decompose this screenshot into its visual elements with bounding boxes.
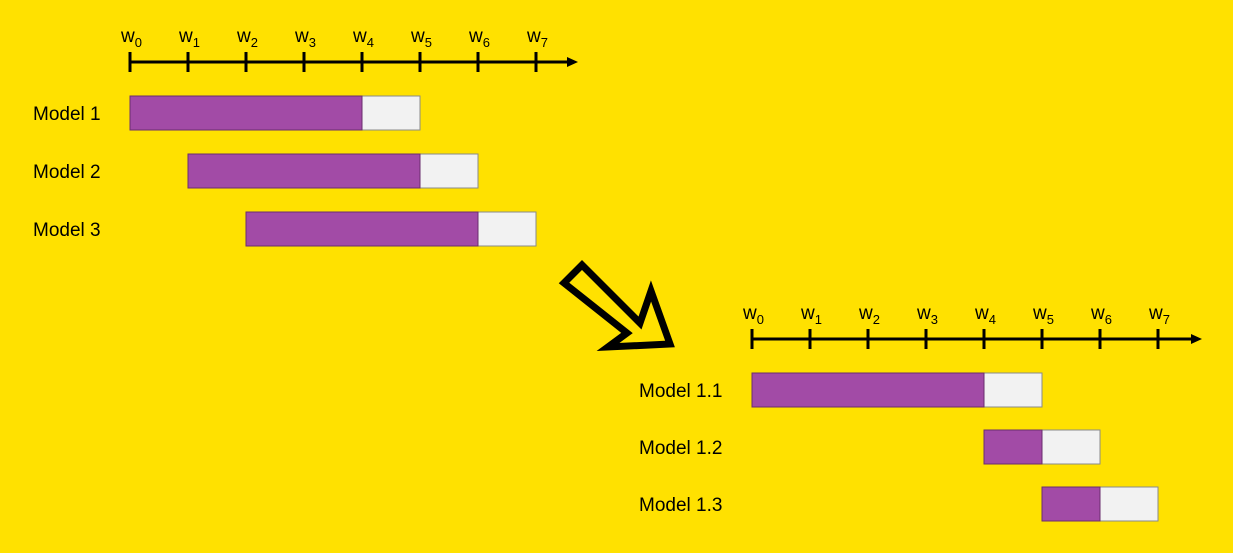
diagram-original: w0 w1 w2 w3 w4 w5 w6 w7 Model 1 Model 2 Model 3 bbox=[33, 26, 578, 247]
axis-tick-label: w0 bbox=[742, 303, 764, 327]
axis-tick-label: w7 bbox=[526, 26, 548, 50]
test-window-bar bbox=[1099, 486, 1159, 522]
model-row: Model 1 bbox=[33, 95, 421, 131]
time-axis: w0 w1 w2 w3 w4 w5 w6 w7 bbox=[742, 303, 1202, 349]
model-rows: Model 1 Model 2 Model 3 bbox=[33, 95, 537, 247]
transition-arrow-icon bbox=[558, 260, 675, 352]
axis-tick-label: w2 bbox=[236, 26, 258, 50]
test-window-bar bbox=[477, 211, 537, 247]
test-window-bar bbox=[419, 153, 479, 189]
model-label: Model 1.2 bbox=[639, 438, 722, 459]
axis-tick-label: w2 bbox=[858, 303, 880, 327]
axis-tick-label: w6 bbox=[1090, 303, 1112, 327]
train-window-bar bbox=[129, 95, 363, 131]
model-label: Model 3 bbox=[33, 220, 101, 241]
model-label: Model 2 bbox=[33, 162, 101, 183]
axis-tick-label: w4 bbox=[974, 303, 996, 327]
model-label: Model 1 bbox=[33, 104, 101, 125]
model-label: Model 1.3 bbox=[639, 495, 722, 516]
test-window-bar bbox=[1041, 429, 1101, 465]
model-row: Model 2 bbox=[33, 153, 479, 189]
model-row: Model 3 bbox=[33, 211, 537, 247]
axis-tick-label: w7 bbox=[1148, 303, 1170, 327]
model-label: Model 1.1 bbox=[639, 381, 722, 402]
axis-tick-label: w1 bbox=[800, 303, 822, 327]
axis-tick-label: w0 bbox=[120, 26, 142, 50]
model-row: Model 1.2 bbox=[639, 429, 1101, 465]
train-window-bar bbox=[751, 372, 985, 408]
train-window-bar bbox=[187, 153, 421, 189]
test-window-bar bbox=[983, 372, 1043, 408]
test-window-bar bbox=[361, 95, 421, 131]
model-row: Model 1.3 bbox=[639, 486, 1159, 522]
axis-tick-label: w3 bbox=[294, 26, 316, 50]
train-window-bar bbox=[1041, 486, 1101, 522]
axis-arrowhead-icon bbox=[1191, 334, 1202, 344]
axis-tick-label: w5 bbox=[410, 26, 432, 50]
train-window-bar bbox=[245, 211, 479, 247]
axis-tick-label: w4 bbox=[352, 26, 374, 50]
axis-tick-label: w3 bbox=[916, 303, 938, 327]
model-row: Model 1.1 bbox=[639, 372, 1043, 408]
axis-arrowhead-icon bbox=[567, 57, 578, 67]
train-window-bar bbox=[983, 429, 1043, 465]
axis-tick-label: w1 bbox=[178, 26, 200, 50]
axis-tick-label: w6 bbox=[468, 26, 490, 50]
axis-tick-label: w5 bbox=[1032, 303, 1054, 327]
time-axis: w0 w1 w2 w3 w4 w5 w6 w7 bbox=[120, 26, 578, 72]
